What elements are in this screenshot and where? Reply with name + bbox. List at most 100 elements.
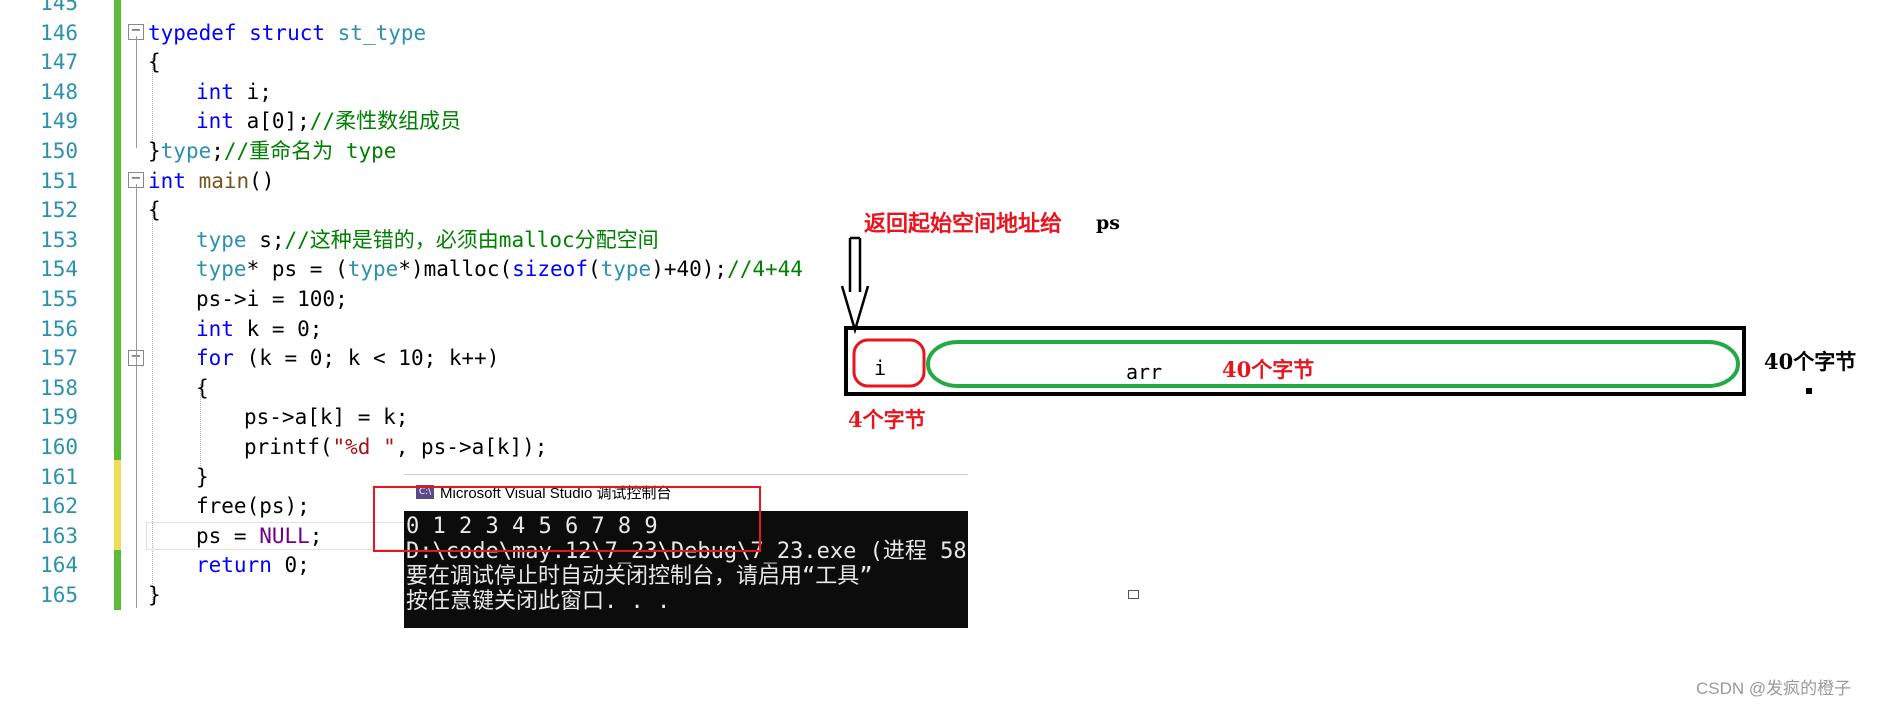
- line-number: 159: [40, 405, 78, 430]
- line-number: 156: [40, 316, 78, 341]
- code-line[interactable]: ps = NULL;: [196, 521, 322, 551]
- line-number: 152: [40, 198, 78, 223]
- code-token: (: [587, 257, 601, 282]
- indent-guide: [136, 36, 137, 148]
- code-token: {: [148, 198, 161, 223]
- code-token: free(ps);: [196, 494, 310, 519]
- code-line[interactable]: int i;: [196, 77, 272, 107]
- code-line[interactable]: ps->i = 100;: [196, 284, 348, 314]
- memory-block: [844, 326, 1746, 396]
- code-token: //柔性数组成员: [309, 109, 462, 134]
- line-number: 164: [40, 553, 78, 578]
- code-token: type: [347, 257, 399, 282]
- code-token: {: [196, 375, 209, 400]
- code-token: }: [196, 464, 209, 489]
- code-line[interactable]: typedef struct st_type: [148, 18, 426, 48]
- cell-arr-outline: [926, 340, 1740, 388]
- code-line[interactable]: {: [148, 47, 161, 77]
- console-output-line: 0 1 2 3 4 5 6 7 8 9: [406, 514, 658, 539]
- code-line[interactable]: }type;//重命名为 type: [148, 136, 396, 166]
- line-number: 145: [40, 0, 78, 15]
- annotation-box-console: [373, 486, 761, 552]
- code-token: int: [148, 168, 199, 193]
- line-number: 158: [40, 375, 78, 400]
- code-token: st_type: [337, 20, 427, 45]
- code-token: ps->i = 100;: [196, 287, 348, 311]
- code-line[interactable]: }: [196, 462, 209, 492]
- small-glyph: [1128, 590, 1139, 599]
- indent-guide: [136, 362, 137, 488]
- code-token: type: [160, 139, 212, 163]
- code-token: main: [198, 168, 250, 193]
- line-number: 162: [40, 494, 78, 519]
- code-line[interactable]: return 0;: [196, 550, 310, 580]
- code-line[interactable]: int k = 0;: [196, 314, 322, 344]
- code-token: 0;: [284, 553, 310, 578]
- console-output-line: 按任意键关闭此窗口. . .: [406, 589, 671, 614]
- code-line[interactable]: printf("%d ", ps->a[k]);: [244, 432, 547, 462]
- code-line[interactable]: {: [148, 195, 161, 225]
- code-token: ps->a[k] = k;: [244, 405, 409, 430]
- code-token: (): [249, 168, 275, 193]
- console-output-line: 要在调试停止时自动关闭控制台，请启用“工具”: [406, 564, 873, 589]
- code-token: ;: [309, 523, 323, 548]
- code-token: }: [148, 139, 161, 163]
- code-line[interactable]: {: [196, 373, 209, 403]
- code-token: i;: [246, 79, 272, 104]
- code-token: ;: [211, 139, 224, 163]
- code-token: * ps = (: [246, 257, 348, 282]
- code-line[interactable]: type* ps = (type*)malloc(sizeof(type)+40…: [196, 254, 803, 284]
- code-token: int: [196, 79, 247, 104]
- code-line[interactable]: type s;//这种是错的，必须由malloc分配空间: [196, 225, 659, 255]
- line-number: 149: [40, 109, 78, 134]
- indent-guide: [152, 206, 153, 604]
- arrow-label-ps: ps: [1096, 212, 1120, 234]
- code-token: NULL: [259, 523, 310, 548]
- code-line[interactable]: int a[0];//柔性数组成员: [196, 106, 461, 136]
- arr-size-label: 40个字节: [1222, 357, 1315, 382]
- down-arrow: [840, 236, 870, 335]
- code-token: return: [196, 553, 285, 578]
- code-token: s;: [259, 227, 285, 252]
- change-bar-saved: [114, 550, 121, 610]
- code-line[interactable]: }: [148, 580, 161, 610]
- code-line[interactable]: free(ps);: [196, 491, 310, 521]
- code-token: k = 0;: [246, 316, 323, 341]
- code-token: //4+44: [727, 257, 803, 282]
- total-size-label: 40个字节: [1764, 349, 1857, 374]
- code-token: printf(: [244, 435, 333, 459]
- line-number: 151: [40, 168, 78, 193]
- code-token: ps =: [196, 523, 260, 548]
- code-line[interactable]: ps->a[k] = k;: [244, 402, 408, 432]
- code-token: sizeof: [512, 257, 588, 282]
- code-token: , ps->a[k]);: [395, 435, 548, 459]
- change-bar-unsaved: [114, 460, 121, 550]
- line-number: 154: [40, 257, 78, 282]
- code-token: "%d ": [332, 435, 396, 459]
- code-token: type: [196, 227, 260, 252]
- code-token: type: [196, 257, 247, 282]
- line-number: 155: [40, 287, 78, 311]
- code-token: a[0];: [246, 109, 310, 134]
- change-bar-saved: [114, 0, 121, 460]
- indent-guide: [152, 58, 153, 148]
- console-titlebar: C:\ Microsoft Visual Studio 调试控制台: [404, 474, 968, 511]
- line-number: 163: [40, 523, 78, 548]
- code-token: int: [196, 316, 247, 341]
- code-token: (k = 0; k < 10; k++): [246, 346, 500, 371]
- code-token: }: [148, 583, 161, 607]
- line-number: 157: [40, 346, 78, 371]
- line-number: 146: [40, 20, 78, 45]
- cell-arr-label: arr: [1126, 360, 1163, 384]
- code-token: {: [148, 50, 161, 75]
- code-token: type: [600, 257, 652, 282]
- code-token: //重命名为 type: [223, 139, 397, 163]
- code-line[interactable]: for (k = 0; k < 10; k++): [196, 343, 499, 373]
- console-title: Microsoft Visual Studio 调试控制台: [440, 485, 672, 502]
- line-number: 153: [40, 227, 78, 252]
- code-token: typedef struct: [148, 20, 338, 45]
- code-line[interactable]: int main(): [148, 166, 274, 196]
- watermark: CSDN @发疯的橙子: [1696, 679, 1852, 698]
